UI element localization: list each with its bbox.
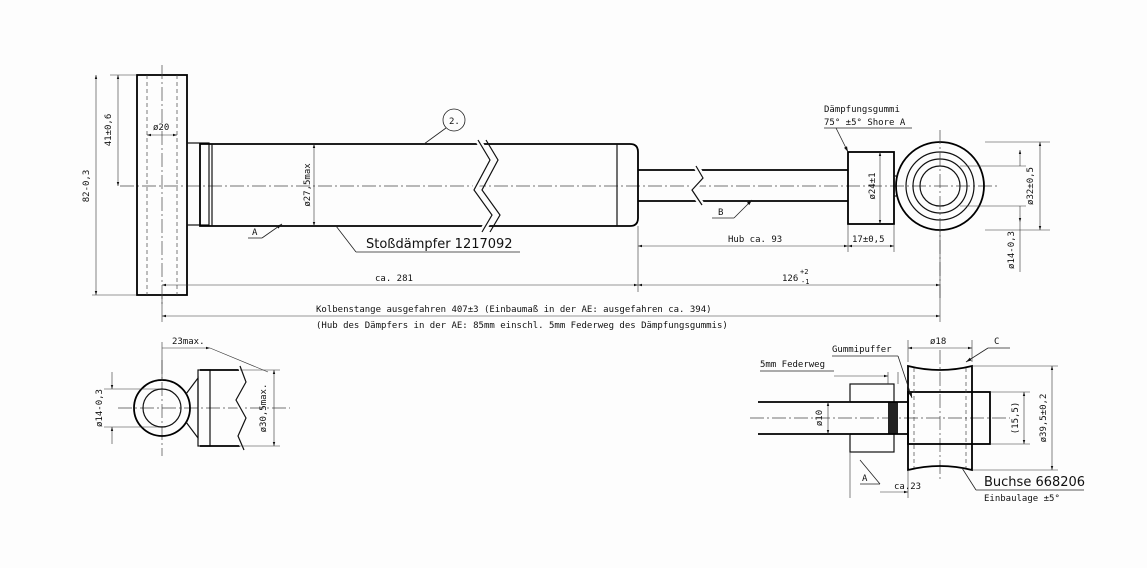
bushing-leader xyxy=(961,467,977,491)
rod-break-line xyxy=(691,165,704,206)
leader-b xyxy=(733,199,753,219)
buffer-gap-insert xyxy=(888,402,898,434)
dim-eye-half: 41±0,6 xyxy=(104,114,114,147)
label-federweg: 5mm Federweg xyxy=(760,360,825,370)
item-balloon xyxy=(442,108,466,132)
body-break-line xyxy=(481,139,501,233)
main-view: 41±0,6 82-0,3 ø20 ø27,5max 2. A Stoßdämp… xyxy=(82,65,1050,331)
boot-leader xyxy=(835,127,849,153)
note-stroke: (Hub des Dämpfers in der AE: 85mm einsch… xyxy=(316,321,728,331)
label-a: A xyxy=(252,228,258,238)
dim-eye-outer: ø32±0,5 xyxy=(1026,167,1036,205)
dim-boot-dia: ø24±1 xyxy=(868,172,878,199)
dim-body-dia: ø27,5max xyxy=(303,163,313,207)
label-c: C xyxy=(994,337,999,347)
dim-d15: (15,5) xyxy=(1011,402,1021,435)
dim-eye-inner: ø14-0,3 xyxy=(1007,231,1017,269)
dim-eye-total: 82-0,3 xyxy=(82,170,92,203)
body-break-line xyxy=(473,139,493,233)
label-a2: A xyxy=(862,474,868,484)
gap-leader xyxy=(209,347,269,373)
detail-left-body xyxy=(200,369,240,447)
bushing-sleeve xyxy=(907,391,991,445)
dim-body-len: ca. 281 xyxy=(375,274,413,284)
detail-left-break xyxy=(235,365,247,451)
label-b: B xyxy=(718,208,723,218)
item-leader xyxy=(423,127,447,145)
dim-rod-len: 126 xyxy=(782,274,798,284)
dim-c23: ca.23 xyxy=(894,482,921,492)
note-overall: Kolbenstange ausgefahren 407±3 (Einbauma… xyxy=(316,305,712,315)
boot-spec: 75° ±5° Shore A xyxy=(824,118,906,128)
item-number: 2. xyxy=(449,117,460,127)
dim-rod-tol-minus: -1 xyxy=(801,278,809,286)
dim-d18: ø18 xyxy=(930,337,946,347)
bushing-label: Buchse 668206 xyxy=(984,475,1085,490)
label-gummipuffer: Gummipuffer xyxy=(832,345,892,355)
dim-bore: ø20 xyxy=(153,123,169,133)
dim-rod-tol-plus: +2 xyxy=(800,268,808,276)
detail-left: 23max. ø14-0,3 ø30,5max. xyxy=(95,337,290,456)
detail-left-eye-inner xyxy=(142,388,182,428)
leader-a xyxy=(261,223,283,239)
boot-title: Dämpfungsgummi xyxy=(824,105,900,115)
gummipuffer-leader xyxy=(897,355,913,399)
dim-body-dia-left: ø30,5max. xyxy=(259,384,269,433)
detail-right: ø18 C Gummipuffer 5mm Federweg ø10 (15,5… xyxy=(750,337,1085,504)
dim-boot-len: 17±0,5 xyxy=(852,235,885,245)
damping-rubber xyxy=(847,151,895,225)
rubber-buffer-bottom xyxy=(849,433,895,453)
dim-stroke: Hub ca. 93 xyxy=(728,235,782,245)
dim-gap: 23max. xyxy=(172,337,205,347)
title-leader xyxy=(335,225,357,253)
leader-a2 xyxy=(859,459,881,485)
damper-body xyxy=(199,143,639,227)
leader-c xyxy=(965,347,989,363)
dim-d39: ø39,5±0,2 xyxy=(1039,394,1049,443)
mounting-label: Einbaulage ±5° xyxy=(984,494,1060,504)
mount-crimp xyxy=(186,142,210,226)
dim-eye-inner-left: ø14-0,3 xyxy=(95,389,105,427)
rubber-buffer-top xyxy=(849,383,895,403)
dim-d10: ø10 xyxy=(815,410,825,426)
damper-title: Stoßdämpfer 1217092 xyxy=(366,237,513,252)
